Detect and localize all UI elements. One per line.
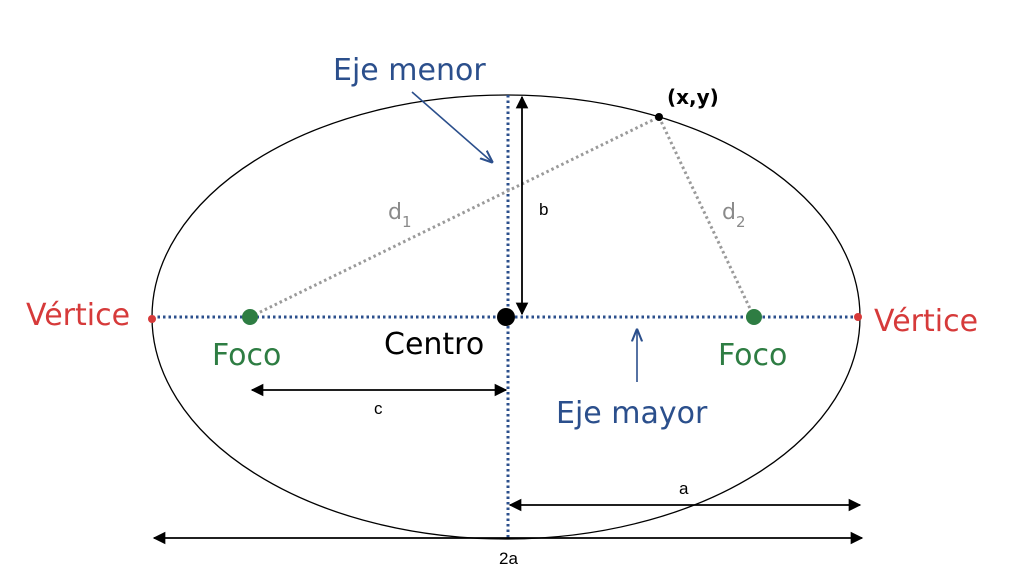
minor-axis-label: Eje menor — [333, 53, 486, 88]
point-xy-dot — [655, 113, 663, 121]
focus-left-label: Foco — [212, 338, 281, 373]
d1-subscript: 1 — [402, 213, 412, 231]
point-xy-label: (x,y) — [667, 85, 719, 109]
minor-axis-pointer-arrow — [411, 91, 492, 162]
center-label: Centro — [384, 327, 484, 362]
two-a-label: 2a — [499, 549, 518, 568]
c-label: c — [374, 399, 383, 418]
vertex-left-dot — [148, 315, 156, 323]
d2-subscript: 2 — [736, 213, 746, 231]
d1-label: d1 — [388, 200, 412, 231]
focus-right-dot — [746, 309, 762, 325]
focus-left-dot — [242, 309, 258, 325]
b-label: b — [539, 200, 548, 219]
focus-right-label: Foco — [718, 338, 787, 373]
d2-label: d2 — [722, 200, 746, 231]
vertex-right-label: Vértice — [874, 304, 978, 339]
vertex-left-label: Vértice — [26, 298, 130, 333]
a-label: a — [679, 479, 689, 498]
d1-line — [249, 115, 660, 319]
d2-line — [657, 116, 756, 318]
d1-base: d — [388, 200, 402, 225]
center-dot — [497, 308, 515, 326]
major-axis-label: Eje mayor — [556, 396, 708, 431]
d2-base: d — [722, 200, 736, 225]
vertex-right-dot — [854, 313, 862, 321]
